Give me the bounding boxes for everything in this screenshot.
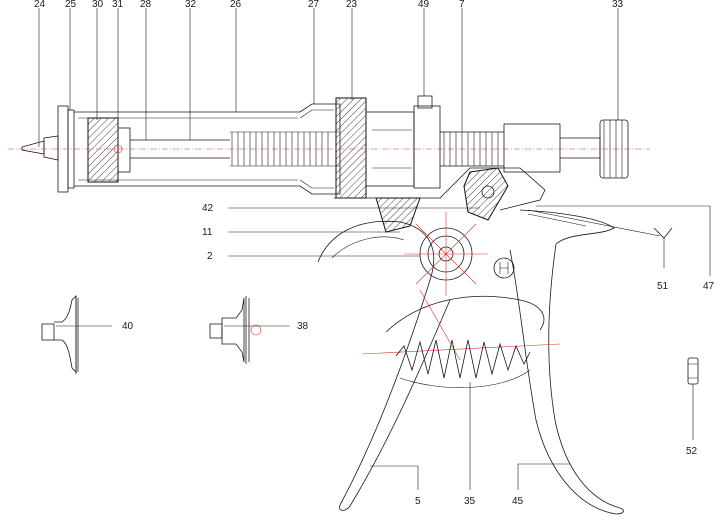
- upper-housing: [334, 167, 546, 211]
- label-42: 42: [202, 203, 214, 214]
- label-52: 52: [686, 446, 698, 457]
- spring: [395, 339, 531, 379]
- nozzle: [21, 140, 45, 155]
- label-30: 30: [92, 0, 104, 10]
- label-28: 28: [140, 0, 152, 10]
- top-labels: 24 25 30 31 28 32 26 27 23 49 7 33: [34, 0, 624, 10]
- label-11: 11: [202, 227, 213, 238]
- label-40: 40: [122, 321, 134, 332]
- plunger-disk: [87, 117, 119, 183]
- lock-nut: [413, 105, 441, 189]
- label-27: 27: [308, 0, 320, 10]
- rear-block: [503, 123, 561, 173]
- leader-lines: [38, 8, 711, 490]
- label-7: 7: [459, 0, 465, 10]
- right-handle: [509, 209, 624, 515]
- part-labels: 40 38 51 47 52 5 35 45: [122, 281, 715, 507]
- label-32: 32: [185, 0, 197, 10]
- part-40-valve: [41, 295, 79, 374]
- label-49: 49: [418, 0, 430, 10]
- label-35: 35: [464, 496, 476, 507]
- barrel-assembly: [8, 95, 650, 199]
- label-26: 26: [230, 0, 242, 10]
- part-52-pin: [687, 357, 699, 385]
- label-25: 25: [65, 0, 77, 10]
- trigger-lever: [385, 295, 545, 333]
- rear-gland: [335, 97, 367, 199]
- label-23: 23: [346, 0, 358, 10]
- label-24: 24: [34, 0, 46, 10]
- label-45: 45: [512, 496, 524, 507]
- label-31: 31: [112, 0, 124, 10]
- label-5: 5: [415, 496, 421, 507]
- plunger-rod: [130, 139, 230, 159]
- label-2: 2: [207, 251, 213, 262]
- left-labels: 42 11 2: [202, 203, 214, 262]
- label-38: 38: [297, 321, 309, 332]
- label-51: 51: [657, 281, 669, 292]
- label-33: 33: [612, 0, 624, 10]
- gun-frame: [317, 167, 624, 515]
- part-51-tube: [527, 209, 673, 239]
- part-38-valve: [209, 296, 262, 364]
- label-47: 47: [703, 281, 715, 292]
